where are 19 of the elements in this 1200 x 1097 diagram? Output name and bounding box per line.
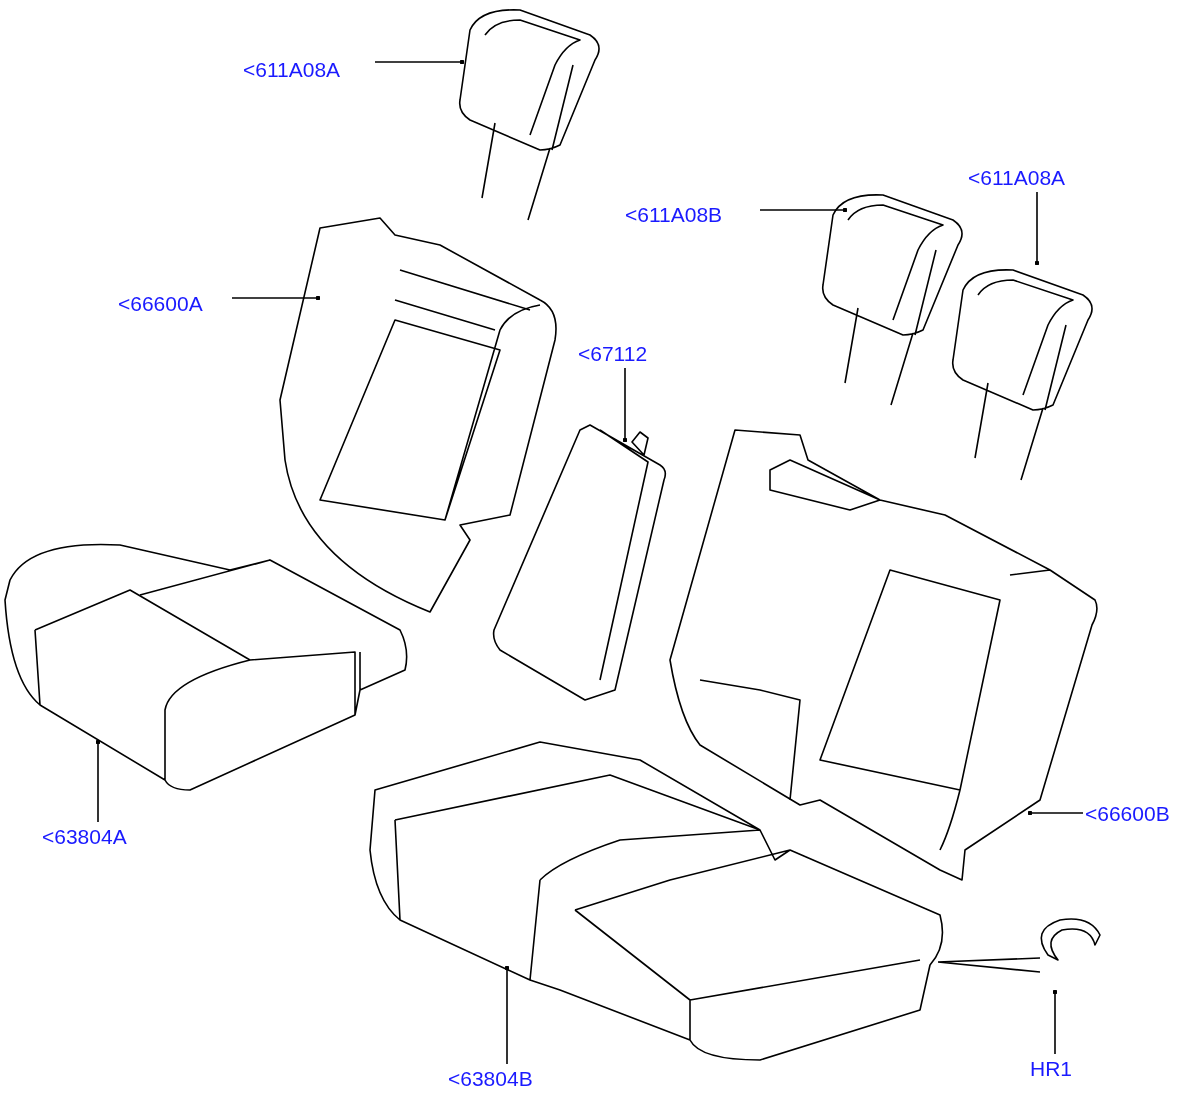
part-number: <611A08B [625, 203, 723, 227]
leader-line [937, 957, 1041, 973]
part-number: <611A08A [243, 58, 341, 82]
leader-line [374, 59, 465, 65]
leader-line [1052, 989, 1058, 1055]
part-number: <67112 [578, 342, 648, 366]
leader-line [622, 367, 628, 443]
leader-line [231, 295, 321, 301]
part-number: <66600B [1085, 802, 1170, 826]
leader-line [95, 739, 101, 823]
part-number: <63804B [448, 1067, 533, 1091]
leader-line [759, 207, 848, 213]
part-number: <611A08A [968, 166, 1066, 190]
leader-line [504, 965, 510, 1065]
leader-line [1027, 810, 1084, 816]
part-number: <66600A [118, 292, 203, 316]
part-number: HR1 [1030, 1057, 1072, 1081]
leader-line [1034, 191, 1040, 266]
part-number: <63804A [42, 825, 127, 849]
